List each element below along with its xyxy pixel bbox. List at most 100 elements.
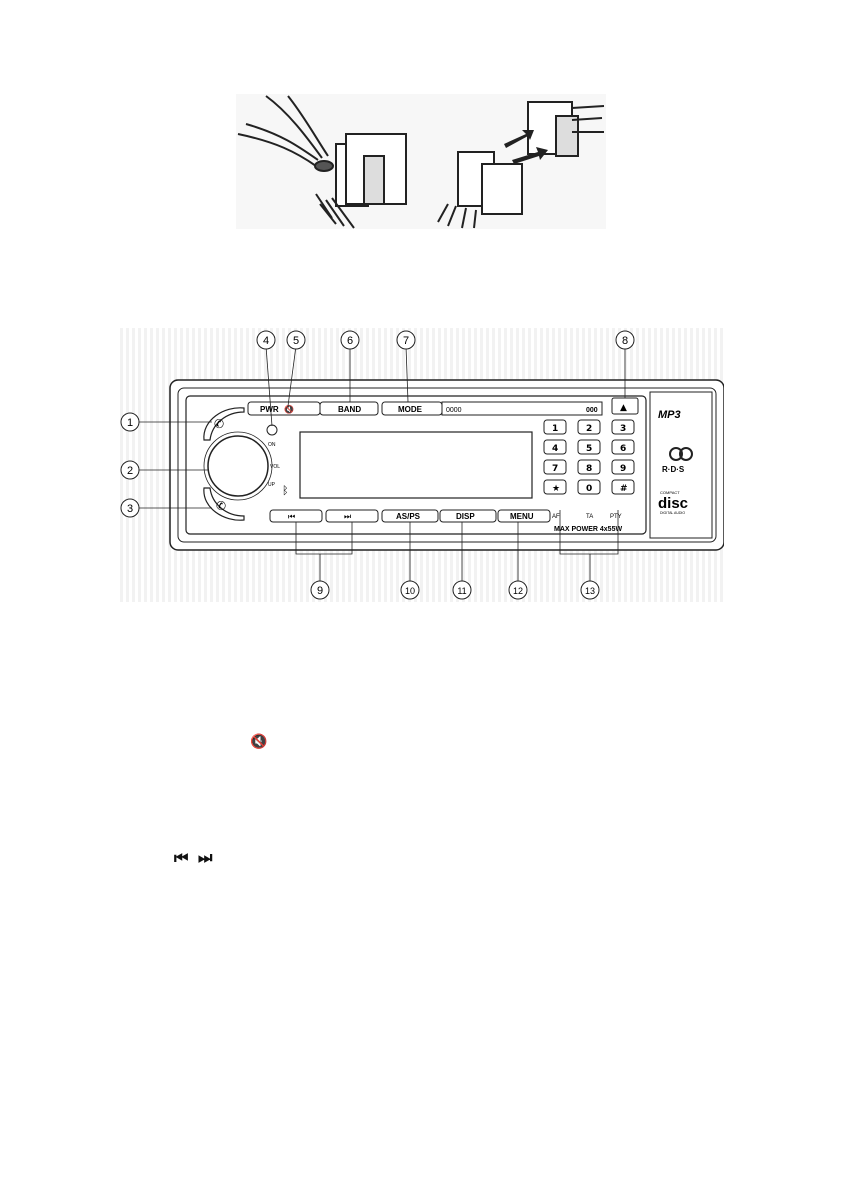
af-label: AF xyxy=(552,514,560,520)
vol-label: VOL xyxy=(270,464,280,470)
callout-11: 11 xyxy=(452,580,472,600)
rds-logo: R·D·S xyxy=(662,465,685,474)
keypad-key-label: 9 xyxy=(620,464,626,474)
up-label: UP xyxy=(268,482,276,488)
pwr-label: PWR xyxy=(260,405,279,414)
keypad-key-9[interactable]: 9 xyxy=(611,459,635,475)
callout-8: 8 xyxy=(615,330,635,350)
skip-prev-icon: ⏮ xyxy=(288,512,295,521)
keypad-key-3[interactable]: 3 xyxy=(611,419,635,435)
connector-icon xyxy=(315,133,407,229)
keypad-key-label: 5 xyxy=(586,444,592,454)
digital-audio-label: DIGITAL AUDIO xyxy=(660,511,685,515)
skip-icons: ⏮ ⏭ xyxy=(174,848,215,867)
mode-label: MODE xyxy=(398,405,423,414)
logo-panel xyxy=(649,391,713,539)
as-ps-button[interactable]: AS/PS xyxy=(381,509,439,523)
skip-next-icon: ⏭ xyxy=(344,512,351,521)
call-answer-button[interactable]: ✆ xyxy=(203,407,245,441)
callout-3: 3 xyxy=(120,498,140,518)
ta-label: TA xyxy=(586,514,593,520)
band-button[interactable]: BAND xyxy=(319,401,379,416)
callout-label: 10 xyxy=(405,586,415,596)
disc-logo: disc xyxy=(658,495,688,512)
callout-label: 13 xyxy=(585,586,595,596)
prev-track-button[interactable]: ⏮ xyxy=(269,509,323,523)
on-label: ON xyxy=(268,442,276,448)
connector-icon xyxy=(437,101,605,229)
mode-button[interactable]: MODE xyxy=(381,401,443,416)
keypad-key-label: 8 xyxy=(586,464,592,474)
callout-label: 5 xyxy=(293,335,299,347)
callout-label: 9 xyxy=(317,585,323,597)
callout-label: 12 xyxy=(513,586,523,596)
keypad-key-label: 7 xyxy=(552,464,558,474)
phone-icon: ✆ xyxy=(216,499,226,513)
wiring-harness-illustration xyxy=(236,94,606,229)
callout-4: 4 xyxy=(256,330,276,350)
keypad-key-label: 3 xyxy=(620,424,626,434)
keypad-key-★[interactable]: ★ xyxy=(543,479,567,495)
callout-label: 6 xyxy=(347,335,353,347)
keypad-key-label: 2 xyxy=(586,424,592,434)
call-end-button[interactable]: ✆ xyxy=(203,487,245,521)
max-power-label: MAX POWER 4x55W xyxy=(554,526,622,533)
callout-label: 8 xyxy=(622,335,628,347)
pty-label: PTY xyxy=(610,514,622,520)
menu-label: MENU xyxy=(510,512,534,521)
keypad-key-#[interactable]: # xyxy=(611,479,635,495)
car-radio-front-panel-diagram: PWR 🔇 BAND MODE 0000 000 ▲ ✆ ON VOL UP ✆… xyxy=(120,328,724,602)
keypad-key-1[interactable]: 1 xyxy=(543,419,567,435)
keypad-key-5[interactable]: 5 xyxy=(577,439,601,455)
callout-10: 10 xyxy=(400,580,420,600)
keypad-key-label: 1 xyxy=(552,424,558,434)
keypad-key-0[interactable]: 0 xyxy=(577,479,601,495)
callout-label: 4 xyxy=(263,335,269,347)
keypad-key-8[interactable]: 8 xyxy=(577,459,601,475)
next-track-button[interactable]: ⏭ xyxy=(325,509,379,523)
keypad-key-label: 0 xyxy=(586,484,592,494)
asps-label: AS/PS xyxy=(396,512,421,521)
disp-button[interactable]: DISP xyxy=(439,509,497,523)
callout-label: 1 xyxy=(127,417,133,429)
phone-icon: ✆ xyxy=(214,417,224,431)
callout-label: 2 xyxy=(127,465,133,477)
wire-cutter-icon xyxy=(237,95,334,172)
callout-9: 9 xyxy=(310,580,330,600)
band-label: BAND xyxy=(338,405,361,414)
arrow-icon xyxy=(504,130,548,164)
rds-logo-icon xyxy=(669,447,693,461)
keypad-key-4[interactable]: 4 xyxy=(543,439,567,455)
keypad-key-6[interactable]: 6 xyxy=(611,439,635,455)
pwr-button[interactable]: PWR 🔇 xyxy=(247,401,321,416)
callout-2: 2 xyxy=(120,460,140,480)
callout-12: 12 xyxy=(508,580,528,600)
disc-slot xyxy=(441,401,603,416)
callout-1: 1 xyxy=(120,412,140,432)
bluetooth-icon: ᛒ xyxy=(282,484,289,497)
slot-deco-left: 0000 xyxy=(446,407,462,414)
eject-button[interactable]: ▲ xyxy=(611,397,639,415)
menu-button[interactable]: MENU xyxy=(497,509,551,523)
numeric-keypad: 1 2 3 4 5 6 7 8 9 ★ 0 # xyxy=(543,419,635,495)
keypad-key-label: # xyxy=(620,484,628,494)
volume-knob[interactable] xyxy=(203,431,273,501)
lcd-display xyxy=(299,431,533,499)
keypad-key-7[interactable]: 7 xyxy=(543,459,567,475)
eject-icon: ▲ xyxy=(620,403,627,413)
compact-label: COMPACT xyxy=(660,490,680,495)
keypad-key-label: 6 xyxy=(620,444,626,454)
callout-label: 3 xyxy=(127,503,133,515)
on-indicator xyxy=(266,424,278,436)
callout-label: 11 xyxy=(457,586,466,596)
callout-13: 13 xyxy=(580,580,600,600)
keypad-key-2[interactable]: 2 xyxy=(577,419,601,435)
disp-label: DISP xyxy=(456,512,475,521)
slot-deco-right: 000 xyxy=(586,407,598,414)
callout-5: 5 xyxy=(286,330,306,350)
keypad-key-label: ★ xyxy=(552,484,560,494)
keypad-key-label: 4 xyxy=(552,444,558,454)
mute-icon: 🔇 xyxy=(250,734,268,750)
callout-7: 7 xyxy=(396,330,416,350)
